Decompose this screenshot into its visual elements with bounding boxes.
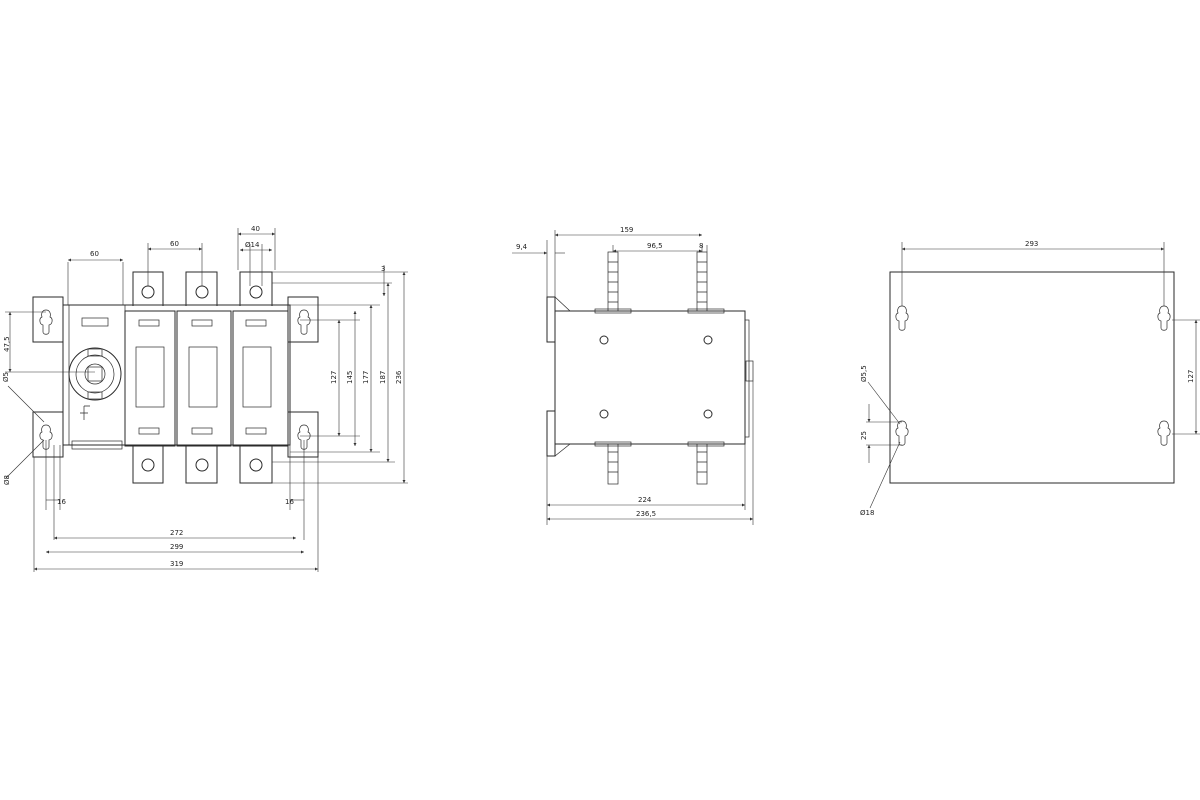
right-mount-ear-bottom <box>287 411 319 458</box>
dim-handle-offset: 60 <box>90 250 99 258</box>
dim-terminal-hole: Ø14 <box>245 241 260 249</box>
dim-offset-3: 3 <box>381 265 385 273</box>
dim-w8: 8 <box>699 242 703 250</box>
mount-plate <box>889 271 1175 484</box>
right-mount-ear-top <box>287 296 319 343</box>
mount-view: 293 127 25 Ø5,5 Ø18 <box>860 240 1200 517</box>
dim-h187: 187 <box>379 371 387 384</box>
front-view: 60 60 40 Ø14 3 127 145 177 187 236 47,5 … <box>2 225 408 572</box>
dim-mount-47-5: 47,5 <box>3 336 11 352</box>
dim-depth224: 224 <box>638 496 652 504</box>
dim-terminal-width: 40 <box>251 225 260 233</box>
side-body <box>554 310 746 445</box>
dim-depth236-5: 236,5 <box>636 510 656 518</box>
left-mount-ear-top <box>32 296 64 343</box>
dim-h145: 145 <box>346 371 354 384</box>
dim-h127: 127 <box>330 371 338 384</box>
dim-edge-right: 16 <box>285 498 294 506</box>
dim-w319: 319 <box>170 560 183 568</box>
dim-offset-9-4: 9,4 <box>516 243 528 251</box>
dim-h25: 25 <box>860 431 868 440</box>
dim-hole-dia-large: Ø8 <box>3 475 11 485</box>
dim-w272: 272 <box>170 529 183 537</box>
dim-w159: 159 <box>620 226 633 234</box>
dim-h177: 177 <box>362 371 370 384</box>
dim-hole-18: Ø18 <box>860 509 874 517</box>
pole-2 <box>176 271 232 484</box>
pole-1 <box>124 271 176 484</box>
pole-3 <box>232 271 289 484</box>
dim-edge-left: 16 <box>57 498 66 506</box>
dim-w293: 293 <box>1025 240 1038 248</box>
dim-pole-pitch: 60 <box>170 240 179 248</box>
dim-w96-5: 96,5 <box>647 242 663 250</box>
side-view: 9,4 159 96,5 8 224 236,5 <box>512 226 754 525</box>
dim-hole-5-5: Ø5,5 <box>860 365 868 382</box>
dim-h236: 236 <box>395 370 403 384</box>
dim-w299: 299 <box>170 543 183 551</box>
rotary-handle <box>68 347 122 401</box>
dim-h127-mount: 127 <box>1187 370 1195 383</box>
dim-hole-dia-small: Ø5 <box>2 372 10 382</box>
left-mount-ear-bottom <box>32 411 64 458</box>
